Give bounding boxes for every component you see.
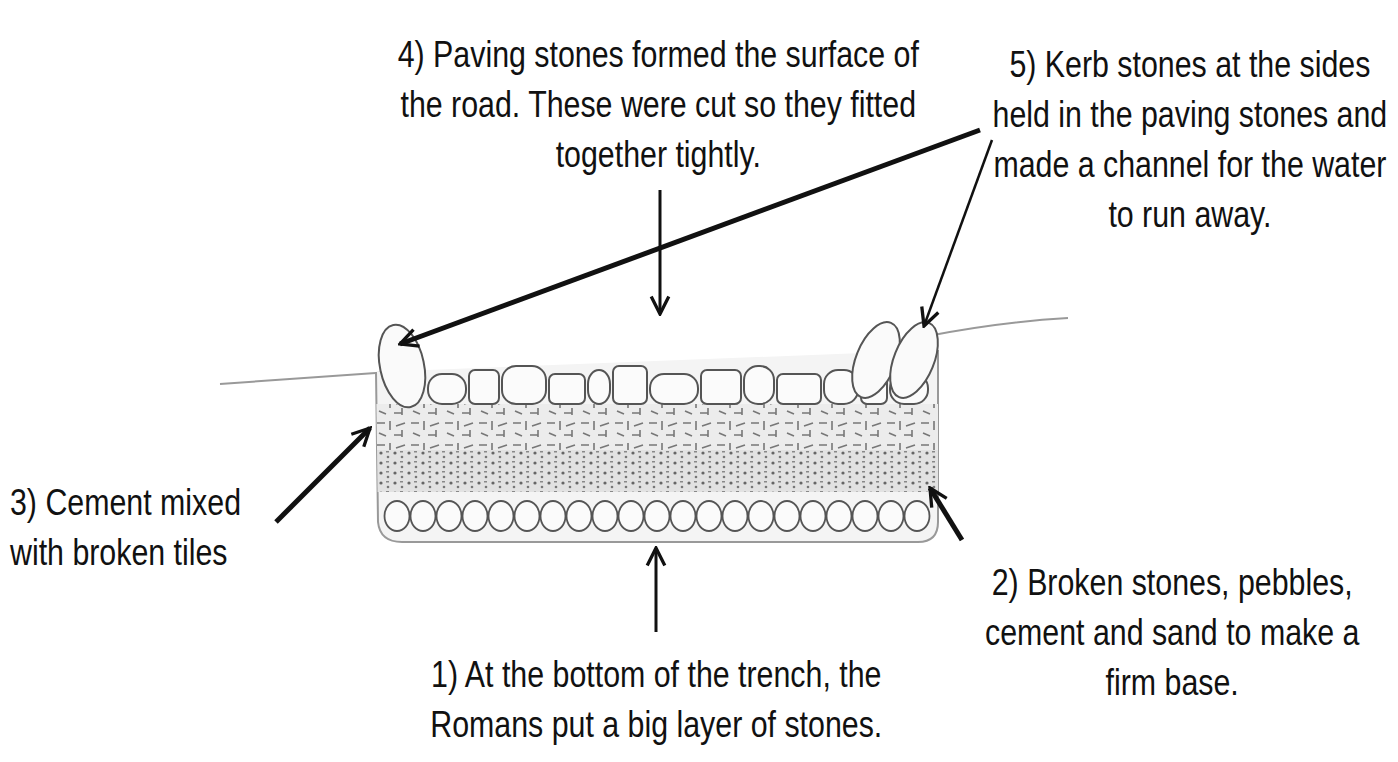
base-stone (593, 501, 618, 531)
base-stone (385, 501, 410, 531)
leader-arrow (930, 488, 962, 540)
paving-stone (469, 370, 499, 404)
leader-arrow (276, 428, 370, 522)
callout-text: 5) Kerb stones at the sides held in the … (990, 40, 1390, 240)
callout-text: 2) Broken stones, pebbles, cement and sa… (957, 558, 1387, 708)
gravel-layer (370, 450, 945, 492)
base-stone (905, 501, 930, 531)
paving-stone (613, 366, 647, 404)
leader-arrow (655, 548, 658, 632)
paving-stone (502, 366, 546, 404)
base-stone (853, 501, 878, 531)
paving-stone (588, 370, 610, 404)
base-stone (801, 501, 826, 531)
base-stone (567, 501, 592, 531)
base-stone (697, 501, 722, 531)
base-stone (541, 501, 566, 531)
base-stone (437, 501, 462, 531)
paving-stone (549, 374, 585, 404)
base-stone (775, 501, 800, 531)
base-stone (749, 501, 774, 531)
callout-text: 3) Cement mixed with broken tiles (10, 478, 272, 578)
cement-tile-layer (370, 404, 945, 450)
paving-stone (428, 374, 466, 404)
callout-text: 4) Paving stones formed the surface of t… (388, 30, 928, 180)
leader-arrow (924, 140, 992, 326)
paving-stone (650, 374, 698, 404)
paving-stone (777, 374, 821, 404)
base-stone (645, 501, 670, 531)
paving-stone (701, 370, 741, 404)
base-stone (515, 501, 540, 531)
base-stones (385, 501, 930, 531)
base-stone (671, 501, 696, 531)
base-stone (411, 501, 436, 531)
base-stone (619, 501, 644, 531)
ground-line (928, 318, 1068, 336)
base-stone (827, 501, 852, 531)
base-stone (723, 501, 748, 531)
base-stone (463, 501, 488, 531)
base-stone (489, 501, 514, 531)
ground-line (220, 372, 390, 384)
callout-text: 1) At the bottom of the trench, the Roma… (386, 650, 926, 750)
paving-stone (744, 366, 774, 404)
leader-arrow (659, 190, 662, 314)
base-stone (879, 501, 904, 531)
kerb-stone (880, 315, 947, 404)
